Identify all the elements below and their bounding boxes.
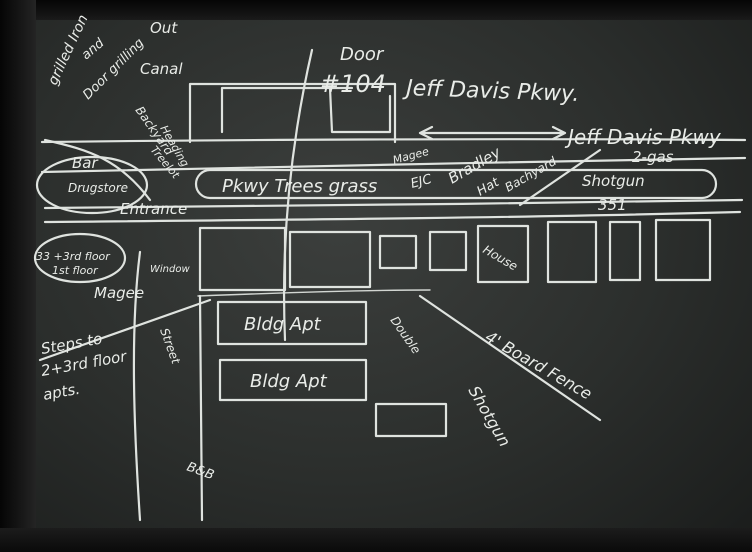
parkway-strip <box>194 168 718 200</box>
label-bldg-apt-2: Bldg Apt <box>250 371 328 392</box>
label-shotgun-top: Shotgun <box>582 172 645 190</box>
label-house: House <box>481 242 521 273</box>
label-drugstore: Drugstore <box>68 181 128 195</box>
label-two-gas: 2-gas <box>632 148 674 166</box>
board-frame-left <box>0 0 36 552</box>
label-jeff-davis-top: Jeff Davis Pkwy. <box>402 76 580 107</box>
house-box-3 <box>608 220 642 282</box>
house-box-4 <box>654 218 712 282</box>
bldg-apt-box-1 <box>216 300 368 346</box>
diagonal-line <box>518 148 602 207</box>
left-diagonal <box>43 138 152 202</box>
label-entrance: Entrance <box>120 200 187 218</box>
label-window: Window <box>150 264 190 275</box>
fence-line <box>197 289 431 297</box>
door-arc <box>282 48 314 342</box>
label-hat: Hat <box>475 175 503 200</box>
street-line-4 <box>43 210 742 224</box>
vertical-line-2 <box>198 294 204 522</box>
label-street: Street <box>157 326 183 367</box>
street-line-1 <box>40 138 747 144</box>
label-bldg-apt-1: Bldg Apt <box>244 314 322 335</box>
house-box-2 <box>546 220 598 284</box>
label-jeff-davis-right: Jeff Davis Pkwy <box>564 125 722 149</box>
label-351: 351 <box>598 196 627 214</box>
label-floor-note: 33 +3rd floor <box>36 250 111 263</box>
board-frame-top <box>0 0 752 20</box>
house-box <box>476 224 530 284</box>
store-box-4 <box>428 230 468 272</box>
label-bottom-note: B&B <box>185 460 216 484</box>
label-and: and <box>79 35 108 63</box>
store-box-3 <box>378 234 418 270</box>
building-inner <box>220 86 392 134</box>
floor-oval <box>33 232 127 284</box>
label-ejc: EJC <box>409 172 434 192</box>
store-box-1 <box>198 226 287 292</box>
label-steps-3: apts. <box>42 380 82 404</box>
street-line-2 <box>40 156 747 174</box>
label-magee-left: Magee <box>94 284 144 302</box>
label-door-number: #104 <box>320 70 386 98</box>
label-door: Door <box>340 44 385 65</box>
board-fence-line <box>418 294 602 422</box>
label-floor-note-2: 1st floor <box>52 264 99 277</box>
store-box-2 <box>288 230 372 289</box>
label-backyard-right: Bachyard <box>503 154 560 195</box>
bldg-apt-box-2 <box>218 358 368 402</box>
shotgun-box <box>374 402 448 438</box>
label-out: Out <box>150 19 178 37</box>
arrow-double <box>418 125 567 141</box>
label-double: Double <box>388 314 424 357</box>
label-canal: Canal <box>140 60 183 78</box>
label-board-fence: 4' Board Fence <box>482 327 595 403</box>
building-outline <box>188 82 397 144</box>
label-shotgun-bottom: Shotgun <box>465 383 515 450</box>
drugstore-oval <box>35 155 149 215</box>
board-frame-bottom <box>0 528 752 552</box>
label-pkwy-trees-grass: Pkwy Trees grass <box>222 176 377 197</box>
steps-diagonal <box>38 298 212 362</box>
label-bar: Bar <box>72 154 98 172</box>
vertical-line-1 <box>132 250 142 522</box>
